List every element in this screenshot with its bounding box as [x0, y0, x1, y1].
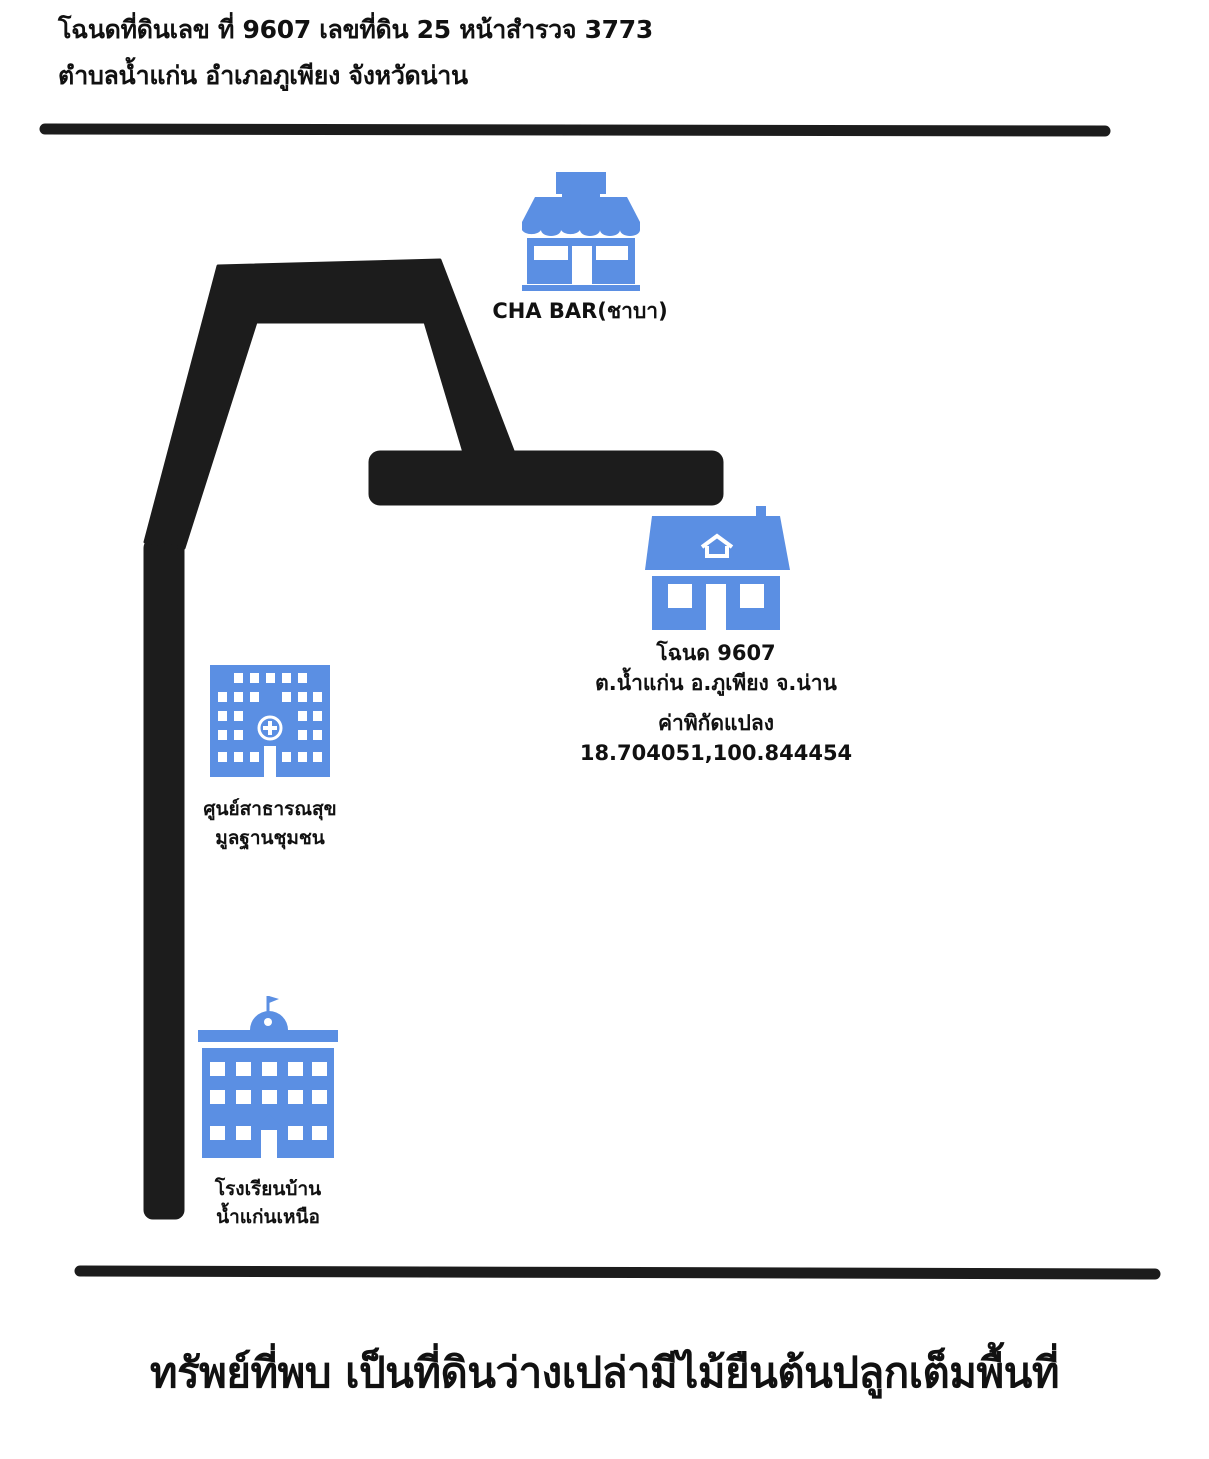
health-center-name-2: มูลฐานชุมชน: [215, 826, 325, 849]
school-label: โรงเรียนบ้าน น้ำแก่นเหนือ: [178, 1176, 358, 1231]
shop-icon: [522, 172, 640, 291]
school-name-1: โรงเรียนบ้าน: [214, 1178, 322, 1200]
health-center-label: ศูนย์สาธารณสุข มูลฐานชุมชน: [180, 795, 360, 852]
land-plot-deed: โฉนด 9607: [656, 641, 776, 665]
road-network: [143, 258, 724, 1220]
health-center-name-1: ศูนย์สาธารณสุข: [203, 798, 337, 820]
location-subtitle: ตำบลน้ำแก่น อำเภอภูเพียง จังหวัดน่าน: [58, 61, 468, 90]
bottom-divider: [74, 1265, 1161, 1280]
school-name-2: น้ำแก่นเหนือ: [216, 1205, 320, 1228]
school-icon: [198, 996, 338, 1158]
land-plot-label: โฉนด 9607 ต.น้ำแก่น อ.ภูเพียง จ.น่าน ค่า…: [566, 640, 866, 766]
land-plot-location: ต.น้ำแก่น อ.ภูเพียง จ.น่าน: [595, 671, 837, 696]
top-divider: [39, 123, 1111, 137]
deed-title: โฉนดที่ดินเลข ที่ 9607 เลขที่ดิน 25 หน้า…: [58, 15, 653, 44]
cha-bar-label: CHA BAR(ชาบา): [492, 299, 668, 323]
road-horizontal: [368, 450, 724, 506]
road-vertical: [143, 538, 185, 1220]
land-plot-coordinates: 18.704051,100.844454: [579, 740, 853, 765]
findings-note: ทรัพย์ที่พบ เป็นที่ดินว่างเปล่ามีไม้ยืนต…: [149, 1348, 1060, 1397]
land-plot-coord-label: ค่าพิกัดแปลง: [657, 710, 775, 735]
hospital-icon: [210, 665, 330, 777]
house-icon: [645, 506, 790, 630]
